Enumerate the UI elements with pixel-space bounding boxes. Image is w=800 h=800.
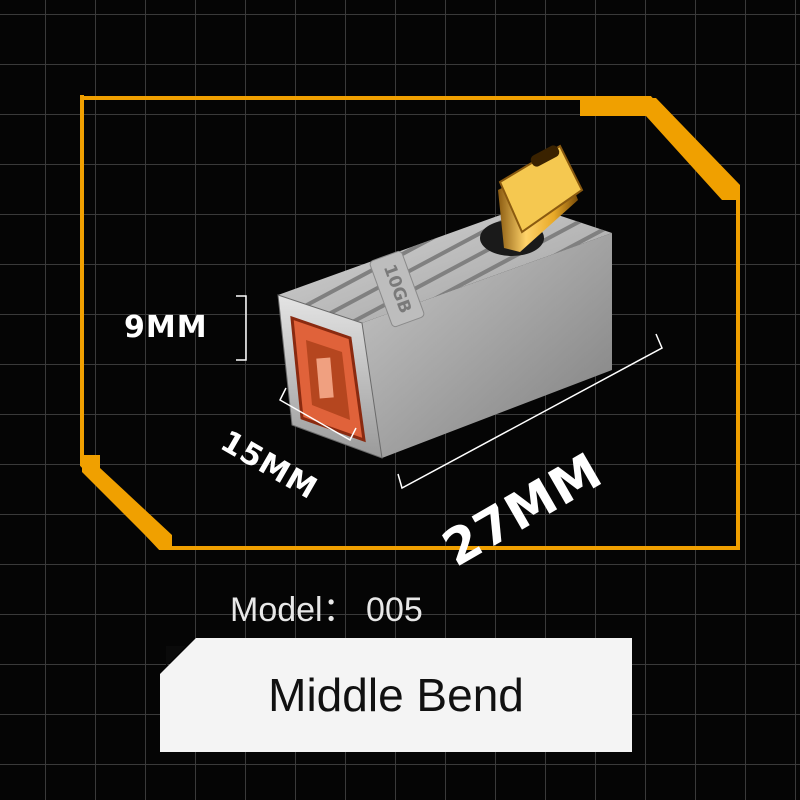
speed-label: 10GB xyxy=(369,250,425,328)
dimension-lines xyxy=(236,295,663,490)
height-dimension-label: 9MM xyxy=(124,310,208,345)
model-label: Model： 005 xyxy=(230,591,423,629)
orange-frame xyxy=(80,95,740,550)
bend-type-banner xyxy=(160,638,632,752)
bend-type-label: Middle Bend xyxy=(268,669,524,721)
adapter-side-face xyxy=(362,233,612,458)
adapter-illustration: 10GB xyxy=(277,144,612,459)
